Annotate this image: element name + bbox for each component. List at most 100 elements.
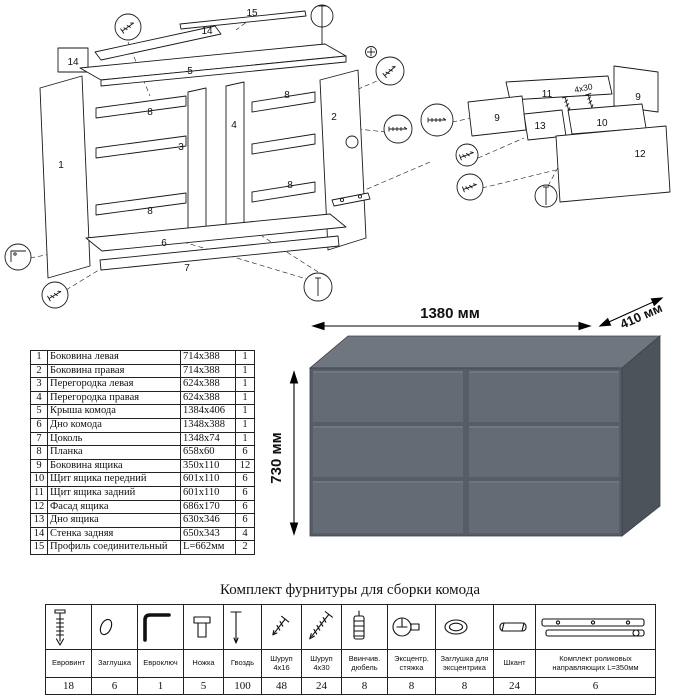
euroscrew-icon xyxy=(54,609,66,646)
part-label: 6 xyxy=(161,238,167,249)
product-render: 1380 мм 410 мм 730 мм xyxy=(268,297,665,537)
dresser-drawers xyxy=(313,371,619,533)
drawer-slide-sketch xyxy=(331,192,371,207)
hardware-name: Ввинчив. дюбель xyxy=(341,649,388,678)
plank-right-3 xyxy=(251,181,316,203)
drawer-front xyxy=(313,426,463,477)
nail-top xyxy=(310,4,334,46)
plank-left-1 xyxy=(95,95,187,119)
connecting-profile xyxy=(179,10,307,30)
hardware-name: Шуруп 4x16 xyxy=(261,649,302,678)
top-panel xyxy=(79,43,347,87)
partition-left xyxy=(187,87,207,237)
drawer-slide-icon xyxy=(541,618,645,637)
partition-right xyxy=(225,81,245,231)
width-dimension: 1380 мм xyxy=(420,305,480,322)
part-label: 4 xyxy=(231,120,237,131)
part-label: 8 xyxy=(284,90,290,101)
part-label: 9 xyxy=(494,113,500,124)
hexkey-icon xyxy=(143,613,171,642)
hardware-kit-title: Комплект фурнитуры для сборки комода xyxy=(219,582,480,598)
cam-lock-icon xyxy=(392,617,420,637)
screw-long-icon xyxy=(309,611,333,640)
hardware-name: Комплект роликовых направляющих L=350мм xyxy=(535,649,656,678)
hardware-qty: 100 xyxy=(223,677,262,695)
callout-confirmat-drawer xyxy=(420,103,454,137)
part-label: 14 xyxy=(201,26,213,37)
drawer-front xyxy=(469,481,619,533)
dresser-side-face xyxy=(621,335,661,537)
hardware-name: Гвоздь xyxy=(223,649,262,678)
hardware-icons-row xyxy=(45,604,656,650)
hardware-qty: 8 xyxy=(387,677,436,695)
drawer-back-panel xyxy=(505,75,613,101)
part-label: 9 xyxy=(635,92,641,103)
plank-left-2 xyxy=(95,135,187,159)
back-wall-panel xyxy=(94,25,222,61)
hardware-name: Шуруп 4x30 xyxy=(301,649,342,678)
part-label: 8 xyxy=(147,206,153,217)
part-label: 15 xyxy=(246,8,258,19)
hardware-qty: 48 xyxy=(261,677,302,695)
dowel-icon xyxy=(499,622,527,632)
callout-confirmat-right xyxy=(345,114,413,149)
drawer-front xyxy=(313,481,463,533)
hardware-name: Шкант xyxy=(493,649,536,678)
callout-screw-bottomleft xyxy=(41,281,69,309)
dimension-lines xyxy=(289,297,664,536)
part-label: 7 xyxy=(184,263,190,274)
part-label: 3 xyxy=(178,142,184,153)
drawer-front xyxy=(313,371,463,422)
part-label: 8 xyxy=(147,107,153,118)
exploded-diagram: 15 14 14 5 8 3 4 2 1 8 8 8 6 7 11 9 9 13… xyxy=(4,4,671,309)
hardware-qty: 6 xyxy=(535,677,656,695)
part-label: 1 xyxy=(58,160,64,171)
part-label: 11 xyxy=(542,89,553,100)
part-label: 10 xyxy=(596,118,608,129)
hardware-names-row: Евровинт Заглушка Евроключ Ножка Гвоздь … xyxy=(45,649,656,678)
hardware-qty: 5 xyxy=(183,677,224,695)
hardware-name: Эксцентр. стяжка xyxy=(387,649,436,678)
callout-bracket-left xyxy=(4,243,32,271)
hardware-qty: 24 xyxy=(301,677,342,695)
depth-dimension: 410 мм xyxy=(618,300,665,332)
dowel-screw-icon xyxy=(353,610,365,640)
hardware-qty-row: 18 6 1 5 100 48 24 8 8 8 24 6 xyxy=(45,677,656,695)
cam-cap-icon xyxy=(444,619,468,635)
hardware-qty: 18 xyxy=(45,677,92,695)
dresser-top-face xyxy=(308,335,662,369)
hardware-name: Заглушка для эксцентрика xyxy=(435,649,494,678)
nail-icon xyxy=(230,611,242,644)
plank-left-3 xyxy=(95,192,187,216)
plinth-panel xyxy=(99,235,340,271)
screw-short-icon xyxy=(272,615,290,636)
part-label: 5 xyxy=(187,66,193,77)
hardware-qty: 6 xyxy=(91,677,138,695)
bottom-panel xyxy=(85,213,347,252)
screw-size-note: 4x30 xyxy=(573,81,593,95)
plank-right-1 xyxy=(251,91,316,113)
part-label: 13 xyxy=(534,121,546,132)
hardware-name: Заглушка xyxy=(91,649,138,678)
drawer-front xyxy=(469,371,619,422)
part-number-labels: 15 14 14 5 8 3 4 2 1 8 8 8 6 7 11 9 9 13… xyxy=(58,8,646,274)
part-label: 8 xyxy=(287,180,293,191)
callout-screw-topleft xyxy=(114,13,142,41)
hardware-qty: 1 xyxy=(137,677,184,695)
height-dimension: 730 мм xyxy=(268,432,285,483)
